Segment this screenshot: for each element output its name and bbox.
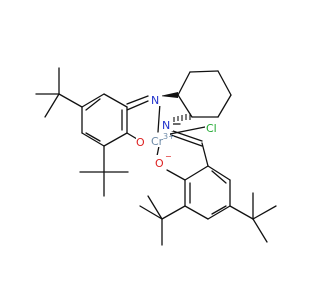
bond: [81, 132, 105, 147]
tert-butyl-group: [35, 67, 83, 118]
bond: [207, 205, 231, 220]
bond: [81, 93, 105, 108]
atom-labels: N N O Cr 3+ Cl O −: [136, 92, 222, 170]
bond: [85, 98, 101, 111]
structure-svg: N N O Cr 3+ Cl O −: [35, 67, 277, 246]
bond: [126, 132, 138, 140]
tert-butyl-group: [229, 192, 277, 243]
bond: [103, 132, 128, 147]
bond: [189, 70, 219, 73]
bond: [169, 129, 203, 142]
bond: [252, 218, 268, 243]
bond: [169, 126, 206, 135]
bond: [211, 205, 227, 215]
chromium-charge: 3+: [163, 132, 175, 141]
tert-butyl-group: [79, 145, 129, 197]
bond: [177, 71, 191, 96]
tert-butyl-group: [139, 195, 186, 246]
molecule-diagram: N N O Cr 3+ Cl O −: [35, 67, 277, 246]
bond: [207, 165, 231, 181]
bond: [126, 100, 149, 111]
bond: [229, 205, 254, 220]
bond: [201, 142, 209, 167]
bond: [157, 102, 161, 133]
oxygen-charge: −: [165, 152, 172, 161]
bond: [126, 95, 149, 105]
stereo-hash: [173, 113, 191, 122]
bond: [170, 134, 203, 147]
bond: [184, 205, 209, 220]
bond: [161, 205, 186, 220]
atom-chromium: Cr: [151, 135, 164, 148]
aromatic-ring-left: [81, 93, 138, 147]
imine-left: [126, 95, 149, 111]
bond: [147, 195, 163, 220]
bond: [44, 93, 60, 118]
atom-o-right: O: [155, 157, 164, 170]
bond: [184, 165, 209, 181]
bond: [252, 205, 277, 220]
atom-o-left: O: [136, 136, 145, 149]
stereo-wedge: [160, 92, 178, 98]
bond: [139, 205, 163, 220]
atom-n-left: N: [151, 94, 159, 107]
bond: [217, 94, 232, 118]
atom-chlorine: Cl: [206, 122, 217, 135]
bond: [217, 70, 232, 96]
bond: [166, 169, 186, 181]
atom-n-right: N: [162, 119, 170, 132]
imine-right: [169, 129, 203, 147]
cyclohexane-ring: [160, 70, 232, 122]
aromatic-ring-right: [166, 142, 231, 220]
bond: [85, 132, 101, 142]
bond: [211, 170, 227, 184]
bond: [103, 93, 128, 108]
bond: [58, 93, 83, 108]
